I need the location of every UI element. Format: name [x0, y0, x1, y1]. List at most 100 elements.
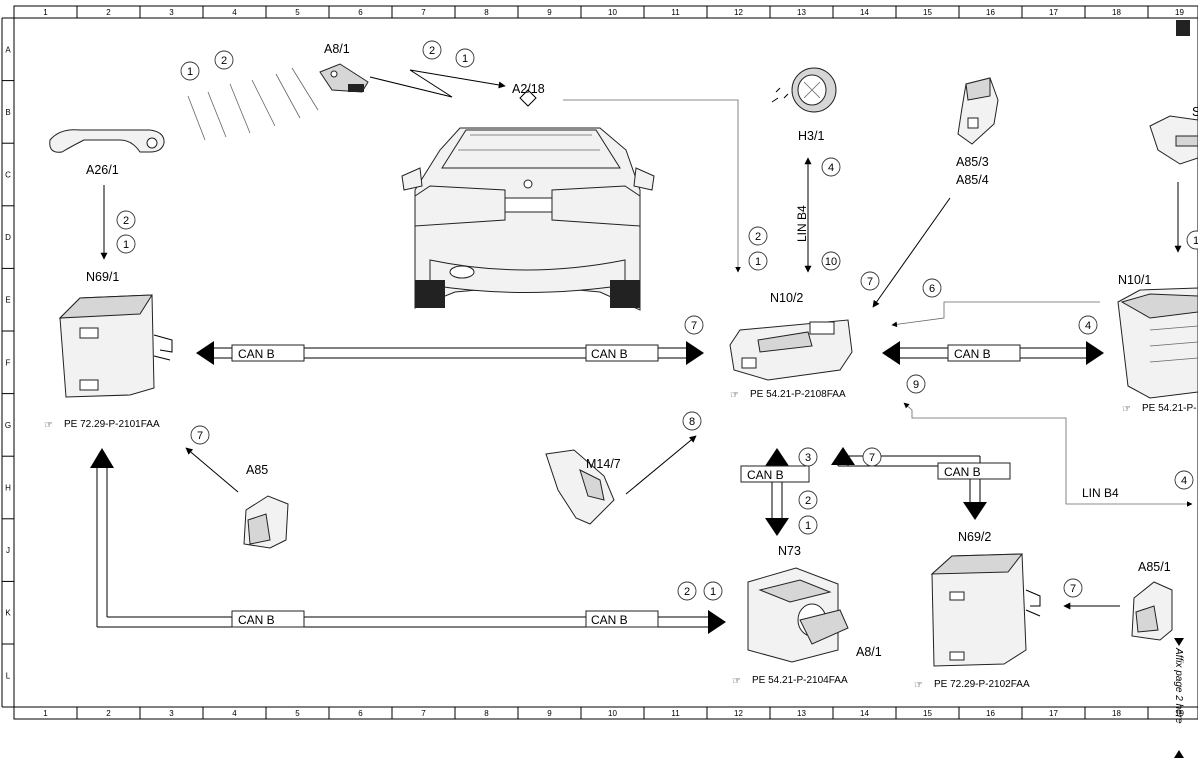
can-b-bus-n10-2-n10-1	[882, 341, 1104, 365]
grid-col-top-14: 14	[860, 8, 869, 17]
grid-col-bottom-10: 10	[608, 709, 617, 718]
hand-icon-n69-1: ☞	[44, 420, 53, 431]
callout-c-a8b-1: 1	[703, 581, 723, 601]
grid-col-bottom-5: 5	[295, 709, 300, 718]
callout-c-n69-2-7: 7	[862, 447, 882, 467]
ignition-switch-n73-icon	[747, 567, 849, 663]
grid-col-bottom-15: 15	[923, 709, 932, 718]
callout-c-right-edge: 1	[1186, 230, 1198, 250]
svg-text:2: 2	[684, 586, 690, 598]
door-lock-a85-1-icon	[1131, 581, 1173, 641]
n10-1-module-icon	[1117, 287, 1198, 399]
grid-col-bottom-13: 13	[797, 709, 806, 718]
can-b-bus-n69-1-n10-2	[196, 341, 704, 365]
grid-col-top-11: 11	[671, 8, 680, 17]
grid-col-top-18: 18	[1112, 8, 1121, 17]
grid-row-K: K	[5, 609, 11, 618]
bus-label-can-b-2: CAN B	[591, 347, 628, 361]
grid-col-top-7: 7	[421, 8, 426, 17]
svg-text:7: 7	[197, 430, 203, 442]
side-note: Affix page 2 here	[1173, 20, 1190, 758]
svg-text:9: 9	[913, 379, 919, 391]
label-a2-18: A2/18	[512, 82, 545, 96]
grid-row-F: F	[6, 358, 11, 367]
hand-icon-n69-2: ☞	[914, 680, 923, 691]
remote-key-icon	[319, 63, 369, 93]
grid-col-bottom-18: 18	[1112, 709, 1121, 718]
grid-col-top-4: 4	[232, 8, 237, 17]
label-n10-2: N10/2	[770, 291, 803, 305]
callout-c-a8-2: 2	[422, 40, 442, 60]
callout-c-a85-7: 7	[190, 425, 210, 445]
svg-text:4: 4	[1085, 320, 1091, 332]
callout-c-lin-4: 4	[1174, 470, 1194, 490]
callout-c-m14-8: 8	[682, 411, 702, 431]
hand-icon-n73: ☞	[732, 676, 741, 687]
svg-text:7: 7	[1070, 583, 1076, 595]
grid-col-bottom-16: 16	[986, 709, 995, 718]
label-a85-4: A85/4	[956, 173, 989, 187]
svg-text:4: 4	[828, 162, 834, 174]
grid-col-bottom-2: 2	[106, 709, 111, 718]
grid-col-top-2: 2	[106, 8, 111, 17]
callout-c-n10-2a: 2	[748, 226, 768, 246]
callout-c-a26-1: 1	[116, 234, 136, 254]
callout-c-n73-2: 2	[798, 490, 818, 510]
bus-label-can-b-1: CAN B	[238, 347, 275, 361]
label-n73: N73	[778, 544, 801, 558]
label-m14-7: M14/7	[586, 457, 621, 471]
can-b-bus-n10-2-n73	[740, 448, 810, 536]
svg-text:10: 10	[825, 256, 837, 268]
svg-text:2: 2	[429, 45, 435, 57]
grid-col-top-6: 6	[358, 8, 363, 17]
grid-col-bottom-9: 9	[547, 709, 552, 718]
label-a26-1: A26/1	[86, 163, 119, 177]
diagram-frame	[1, 5, 1198, 720]
ref-n10-1: PE 54.21-P-	[1142, 403, 1196, 414]
callout-c-a85-3-7: 7	[860, 271, 880, 291]
label-n69-2: N69/2	[958, 530, 991, 544]
grid-col-top-15: 15	[923, 8, 932, 17]
vehicle-rear-view	[401, 89, 655, 311]
alarm-siren-icon	[771, 67, 837, 113]
svg-text:1: 1	[462, 53, 468, 65]
door-lock-a85-3-icon	[957, 77, 999, 145]
can-b-bus-n69-1-a8-1	[90, 448, 726, 634]
ref-n69-2: PE 72.29-P-2102FAA	[934, 679, 1030, 690]
actuator-m14-7-icon	[545, 449, 615, 525]
callout-c-n73-1: 1	[798, 515, 818, 535]
callout-c-n10-1a: 1	[748, 251, 768, 271]
label-a85: A85	[246, 463, 268, 477]
grid-row-G: G	[5, 421, 11, 430]
bus-label-can-b-6: CAN B	[238, 613, 275, 627]
grid-col-top-17: 17	[1049, 8, 1058, 17]
label-a85-3: A85/3	[956, 155, 989, 169]
svg-text:1: 1	[187, 66, 193, 78]
grid-col-bottom-3: 3	[169, 709, 174, 718]
grid-col-bottom-12: 12	[734, 709, 743, 718]
grid-col-top-3: 3	[169, 8, 174, 17]
label-a85-1: A85/1	[1138, 560, 1171, 574]
n69-1-module-icon	[58, 294, 173, 398]
grid-col-bottom-1: 1	[43, 709, 48, 718]
bus-labels: CAN B CAN B CAN B CAN B CAN B CAN B CAN …	[238, 205, 1119, 627]
grid-col-top-1: 1	[43, 8, 48, 17]
callout-c-h3-10: 10	[821, 251, 841, 271]
grid-col-bottom-14: 14	[860, 709, 869, 718]
grid-row-C: C	[5, 171, 11, 180]
svg-text:1: 1	[123, 239, 129, 251]
svg-text:2: 2	[221, 55, 227, 67]
grid-col-bottom-7: 7	[421, 709, 426, 718]
callout-c-a8-1: 1	[455, 48, 475, 68]
grid-col-top-13: 13	[797, 8, 806, 17]
label-a8-1-top: A8/1	[324, 42, 350, 56]
grid-col-bottom-17: 17	[1049, 709, 1058, 718]
reference-labels: ☞ PE 72.29-P-2101FAA ☞ PE 54.21-P-2108FA…	[44, 389, 1196, 691]
hand-icon-n10-2: ☞	[730, 390, 739, 401]
keyless-signal-lines	[187, 67, 319, 141]
grid-row-H: H	[5, 484, 11, 493]
label-a8-1-bottom: A8/1	[856, 645, 882, 659]
callout-c-n73-3: 3	[798, 447, 818, 467]
